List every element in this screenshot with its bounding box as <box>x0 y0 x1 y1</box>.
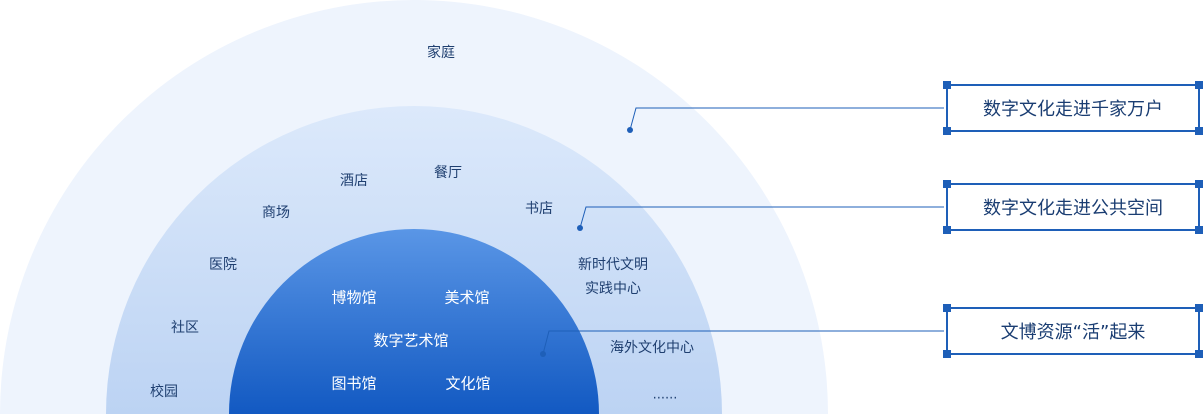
callout-label-public-spaces: 数字文化走进公共空间 <box>983 198 1163 219</box>
label-civilization-line2: 实践中心 <box>585 281 641 297</box>
callout-box-public-spaces: 数字文化走进公共空间 <box>943 180 1203 234</box>
label-digital-art-museum: 数字艺术馆 <box>373 331 449 350</box>
label-hospital: 医院 <box>209 257 237 273</box>
label-bookstore: 书店 <box>525 201 553 217</box>
label-restaurant: 餐厅 <box>434 165 462 181</box>
leader-dot-2 <box>577 225 583 231</box>
label-home: 家庭 <box>427 45 455 61</box>
label-library: 图书馆 <box>331 374 377 393</box>
callout-box-heritage: 文博资源“活”起来 <box>943 304 1203 358</box>
inner-ring <box>229 229 599 414</box>
callout-label-homes: 数字文化走进千家万户 <box>983 99 1163 120</box>
label-hotel: 酒店 <box>340 173 368 189</box>
leader-line-3 <box>542 330 944 355</box>
label-overseas-center: 海外文化中心 <box>610 340 694 356</box>
leader-dot-1 <box>627 127 633 133</box>
label-civilization-line1: 新时代文明 <box>578 257 648 273</box>
leader-line-2 <box>579 206 944 229</box>
leader-line-1 <box>629 107 944 131</box>
label-art-museum: 美术馆 <box>444 288 490 307</box>
label-ellipsis: ...... <box>652 387 678 403</box>
label-museum: 博物馆 <box>331 288 377 307</box>
callout-box-homes: 数字文化走进千家万户 <box>943 81 1203 135</box>
label-campus: 校园 <box>150 384 178 400</box>
label-culture-center: 文化馆 <box>445 374 491 393</box>
callout-label-heritage: 文博资源“活”起来 <box>1000 322 1146 343</box>
leader-dot-3 <box>540 351 546 357</box>
label-community: 社区 <box>171 320 199 336</box>
label-mall: 商场 <box>262 205 290 221</box>
